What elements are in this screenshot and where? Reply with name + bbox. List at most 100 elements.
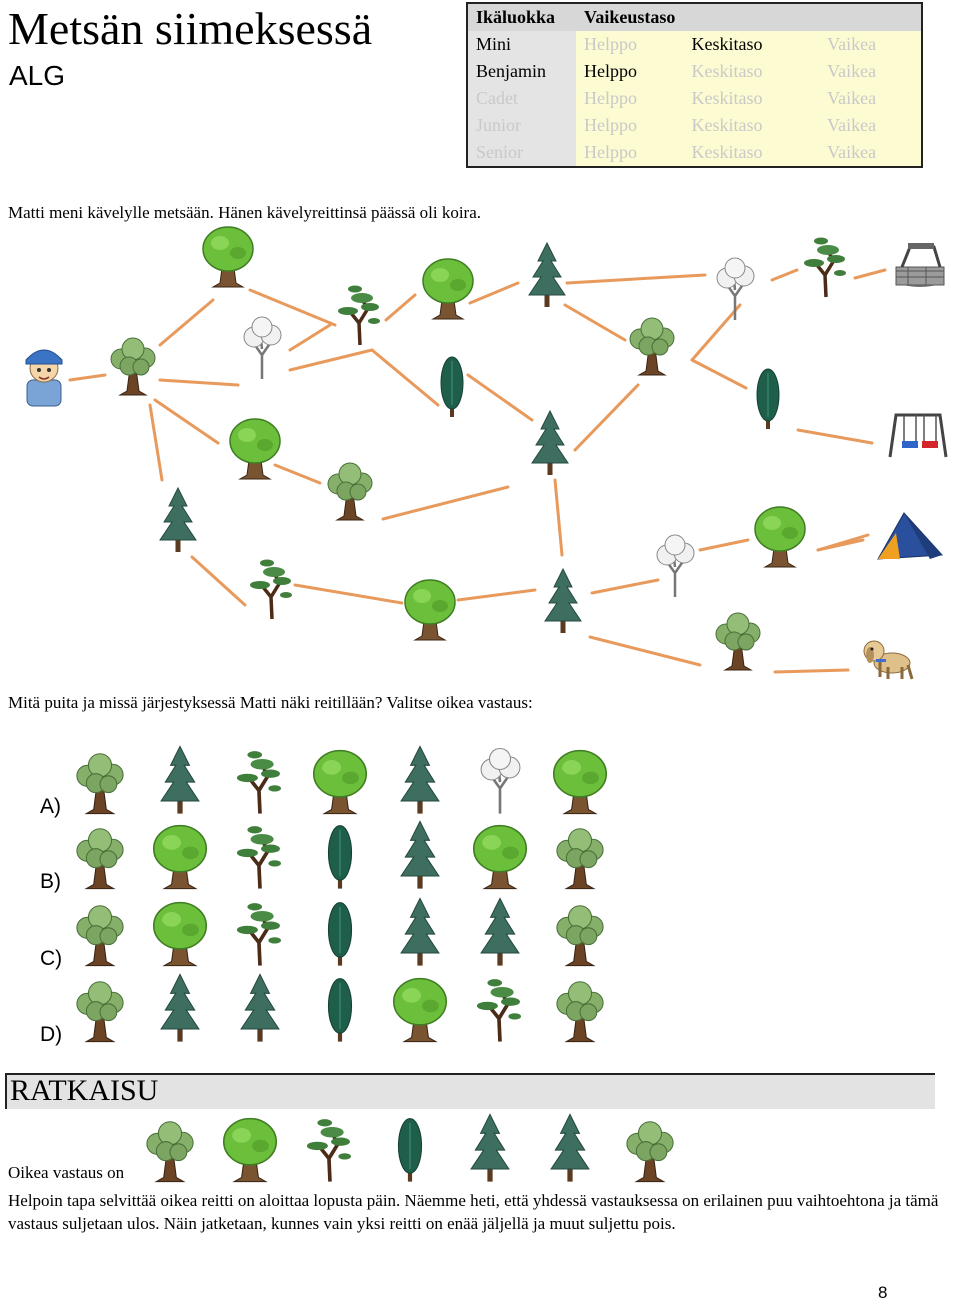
age-group-header: Ikäluokka — [467, 3, 576, 31]
intro-text: Matti meni kävelylle metsään. Hänen käve… — [8, 203, 482, 222]
difficulty-table-header: Ikäluokka Vaikeustaso — [467, 3, 922, 31]
option-label[interactable]: B) — [40, 870, 61, 893]
map-pine-tree-icon — [248, 557, 294, 621]
bushy-oak-tree-icon — [556, 905, 604, 967]
twisted-pine-tree-icon — [235, 901, 283, 968]
page-number: 8 — [878, 1283, 888, 1302]
difficulty-cell: Keskitaso — [683, 85, 820, 112]
solution-heading: RATKAISU — [10, 1074, 159, 1107]
age-group-cell: Cadet — [467, 85, 576, 112]
bushy-oak-tree-icon — [626, 1121, 674, 1183]
map-spruce-tree-icon — [159, 487, 197, 553]
option-label[interactable]: C) — [40, 947, 63, 970]
difficulty-cell: Helppo — [576, 112, 684, 139]
difficulty-cell: Helppo — [576, 31, 684, 58]
broad-green-tree-icon — [152, 901, 208, 967]
broad-green-tree-icon — [472, 824, 528, 890]
map-spruce-tree-icon — [531, 410, 569, 476]
bushy-oak-tree-icon — [146, 1121, 194, 1183]
map-oak-tree-icon — [110, 337, 156, 396]
map-oak-tree-icon — [629, 317, 675, 376]
spruce-tree-icon — [480, 897, 520, 967]
correct-answer-trees — [146, 1113, 674, 1184]
page-title: Metsän siimeksessä — [8, 3, 373, 54]
spruce-tree-icon — [400, 745, 440, 815]
option-tree-row[interactable] — [70, 968, 630, 1044]
map-broad-tree-icon — [404, 579, 456, 641]
twisted-pine-tree-icon — [235, 749, 283, 816]
bushy-oak-tree-icon — [76, 905, 124, 967]
age-group-cell: Mini — [467, 31, 576, 58]
map-pine-tree-icon — [336, 283, 382, 347]
cypress-tree-icon — [327, 824, 353, 890]
bushy-oak-tree-icon — [556, 828, 604, 890]
broad-green-tree-icon — [152, 824, 208, 890]
spruce-tree-icon — [400, 897, 440, 967]
map-spruce-tree-icon — [528, 242, 566, 308]
age-group-cell: Senior — [467, 139, 576, 167]
bushy-oak-tree-icon — [556, 981, 604, 1043]
difficulty-header: Vaikeustaso — [576, 3, 922, 31]
twisted-pine-tree-icon — [475, 977, 523, 1044]
difficulty-cell: Vaikea — [819, 31, 922, 58]
cypress-tree-icon — [327, 901, 353, 967]
solution-heading-bar — [5, 1073, 935, 1109]
option-tree-row[interactable] — [70, 815, 630, 891]
age-group-cell: Junior — [467, 112, 576, 139]
option-tree-row[interactable] — [70, 740, 630, 816]
solution-explanation: Helpoin tapa selvittää oikea reitti on a… — [8, 1191, 939, 1233]
map-bare-tree-icon — [242, 315, 283, 381]
map-broad-tree-icon — [202, 226, 254, 288]
difficulty-cell: Vaikea — [819, 112, 922, 139]
map-bare-tree-icon — [655, 533, 696, 599]
tent-icon — [877, 512, 944, 560]
correct-answer-label: Oikea vastaus on — [8, 1163, 125, 1182]
cypress-tree-icon — [397, 1117, 423, 1183]
forest-path-map — [25, 226, 948, 680]
matti-boy-icon — [25, 349, 63, 407]
question-text: Mitä puita ja missä järjestyksessä Matti… — [8, 693, 533, 712]
difficulty-cell: Keskitaso — [683, 112, 820, 139]
difficulty-cell: Keskitaso — [683, 31, 820, 58]
difficulty-cell: Vaikea — [819, 139, 922, 167]
map-cypress-tree-icon — [756, 368, 780, 430]
dog-icon — [863, 640, 914, 680]
spruce-tree-icon — [470, 1113, 510, 1183]
map-trees — [110, 226, 848, 671]
difficulty-cell: Vaikea — [819, 58, 922, 85]
well-icon — [895, 243, 945, 287]
option-tree-row[interactable] — [70, 892, 630, 968]
bare-white-tree-icon — [479, 747, 522, 815]
broad-green-tree-icon — [392, 977, 448, 1043]
bushy-oak-tree-icon — [76, 828, 124, 890]
twisted-pine-tree-icon — [305, 1117, 353, 1184]
map-bare-tree-icon — [715, 256, 756, 322]
map-oak-tree-icon — [327, 462, 373, 521]
broad-green-tree-icon — [552, 749, 608, 815]
difficulty-cell: Helppo — [576, 58, 684, 85]
map-oak-tree-icon — [715, 612, 761, 671]
broad-green-tree-icon — [222, 1117, 278, 1183]
map-broad-tree-icon — [754, 506, 806, 568]
path-lines — [68, 268, 887, 674]
option-label[interactable]: D) — [40, 1023, 63, 1046]
option-label[interactable]: A) — [40, 795, 61, 818]
spruce-tree-icon — [160, 745, 200, 815]
map-spruce-tree-icon — [544, 568, 582, 634]
map-cypress-tree-icon — [440, 356, 464, 418]
broad-green-tree-icon — [312, 749, 368, 815]
difficulty-cell: Keskitaso — [683, 139, 820, 167]
spruce-tree-icon — [160, 973, 200, 1043]
spruce-tree-icon — [240, 973, 280, 1043]
difficulty-cell: Helppo — [576, 85, 684, 112]
spruce-tree-icon — [400, 820, 440, 890]
map-pine-tree-icon — [802, 235, 848, 299]
bushy-oak-tree-icon — [76, 981, 124, 1043]
page-subtitle: ALG — [9, 60, 66, 91]
swing-icon — [888, 413, 948, 458]
